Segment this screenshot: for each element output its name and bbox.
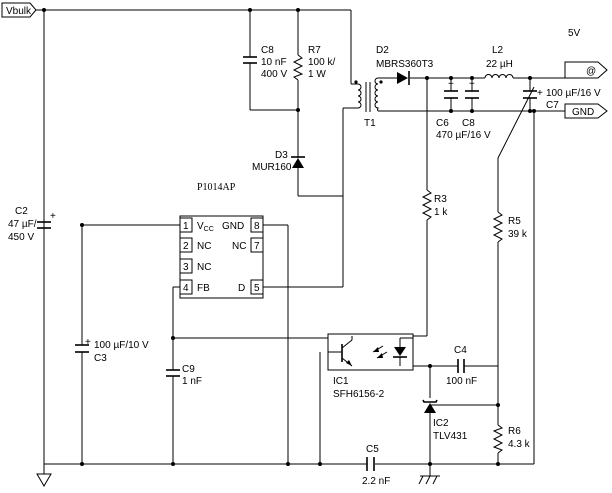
c9-value: 1 nF [182, 376, 202, 387]
c2-ref: C2 [15, 206, 28, 217]
chip-name: P1014AP [197, 182, 236, 193]
d3-ref: D3 [275, 150, 288, 161]
ic1-ref: IC1 [333, 376, 349, 387]
c8-snubber-value: 10 nF [261, 57, 287, 68]
inductor-l2: L2 22 µH [484, 45, 514, 79]
c5-value: 2.2 nF [362, 476, 390, 487]
resistor-r3: R3 1 k [421, 189, 448, 221]
r5-ref: R5 [508, 216, 521, 227]
c6-ref: C6 [436, 118, 449, 129]
optocoupler-ic1: IC1 SFH6156-2 [327, 333, 414, 400]
c7-plus: + [537, 88, 543, 99]
diode-d2: D2 MBRS360T3 [376, 45, 434, 85]
pin-name-gnd: GND [222, 221, 244, 232]
out-port-label: @ [586, 66, 596, 77]
ic1-part: SFH6156-2 [333, 389, 385, 400]
c8-snubber-ref: C8 [261, 45, 274, 56]
d2-part: MBRS360T3 [376, 59, 434, 70]
junction-dots [42, 8, 536, 466]
pin-name-vcc: VCC [197, 221, 214, 233]
capacitor-c7: + 100 µF/16 V C7 [523, 88, 601, 111]
capacitor-c8-snubber: C8 10 nF 400 V [243, 45, 287, 80]
shunt-regulator-ic2: IC2 TLV431 [422, 399, 468, 442]
l2-value: 22 µH [486, 59, 513, 70]
pin-number-2: 2 [183, 241, 189, 252]
c2-value: 47 µF/ [8, 219, 37, 230]
c7-value: 100 µF/16 V [546, 88, 601, 99]
capacitor-c9: C9 1 nF [166, 364, 202, 387]
ic-p1014ap: P1014AP 1 2 3 4 5 7 8 VCC GND NC NC NC F… [179, 182, 264, 299]
vbulk-label: Vbulk [6, 6, 32, 17]
r7-value: 100 k/ [308, 57, 335, 68]
pin-name-nc-2: NC [197, 241, 211, 252]
primary-ground-icon [36, 473, 52, 487]
svg-text:+: + [448, 79, 454, 90]
pin-name-d: D [238, 283, 245, 294]
c6-c8-value: 470 µF/16 V [436, 130, 491, 141]
pin-number-8: 8 [254, 221, 260, 232]
wires [34, 9, 565, 476]
c2-rating: 450 V [8, 232, 34, 243]
c3-ref: C3 [94, 353, 107, 364]
resistor-r7: R7 100 k/ 1 W [292, 45, 335, 81]
pin-number-5: 5 [254, 283, 260, 294]
diode-d3: D3 MUR160 [252, 150, 305, 173]
output-voltage-label: 5V [568, 28, 581, 39]
c5-ref: C5 [366, 444, 379, 455]
gnd-port: GND [564, 103, 608, 119]
c3-plus: + [85, 337, 91, 348]
secondary-ground-icon [418, 475, 440, 485]
resistor-r6: R6 4.3 k [492, 424, 531, 454]
pin-number-7: 7 [254, 241, 260, 252]
pin-number-3: 3 [183, 262, 189, 273]
transformer-t1: T1 [354, 77, 383, 129]
pin-name-fb: FB [197, 283, 210, 294]
r6-value: 4.3 k [508, 439, 531, 450]
capacitor-c3: + 100 µF/10 V C3 [75, 337, 149, 364]
capacitor-c6: + C6 [436, 79, 458, 129]
ic2-part: TLV431 [433, 431, 468, 442]
r6-ref: R6 [508, 426, 521, 437]
c4-ref: C4 [454, 345, 467, 356]
capacitor-c5: C5 2.2 nF [362, 444, 390, 487]
pin-name-nc-7: NC [232, 241, 246, 252]
d3-part: MUR160 [252, 162, 292, 173]
capacitor-c8-output: + C8 [462, 79, 479, 129]
pin-name-nc-3: NC [197, 262, 211, 273]
capacitor-c4: C4 100 nF [446, 345, 477, 387]
svg-text:+: + [469, 79, 475, 90]
r3-value: 1 k [434, 207, 448, 218]
c8-output-ref: C8 [462, 118, 475, 129]
d2-ref: D2 [376, 45, 389, 56]
r5-value: 39 k [508, 229, 528, 240]
capacitor-c2: + C2 47 µF/ 450 V [8, 206, 56, 243]
c9-ref: C9 [182, 364, 195, 375]
c8-snubber-rating: 400 V [261, 69, 287, 80]
l2-ref: L2 [492, 45, 504, 56]
c2-plus: + [50, 211, 56, 222]
pin-number-1: 1 [183, 221, 189, 232]
c7-ref: C7 [546, 100, 559, 111]
c3-value: 100 µF/10 V [94, 340, 149, 351]
resistor-r5: R5 39 k [492, 211, 528, 243]
r3-ref: R3 [434, 194, 447, 205]
vbulk-port: Vbulk [1, 2, 37, 18]
pin-number-4: 4 [183, 283, 189, 294]
gnd-port-label: GND [572, 107, 594, 118]
t1-ref: T1 [364, 118, 376, 129]
output-port: @ 5V [564, 28, 608, 79]
r7-rating: 1 W [308, 69, 326, 80]
ic2-ref: IC2 [433, 418, 449, 429]
c4-value: 100 nF [446, 376, 477, 387]
r7-ref: R7 [308, 45, 321, 56]
